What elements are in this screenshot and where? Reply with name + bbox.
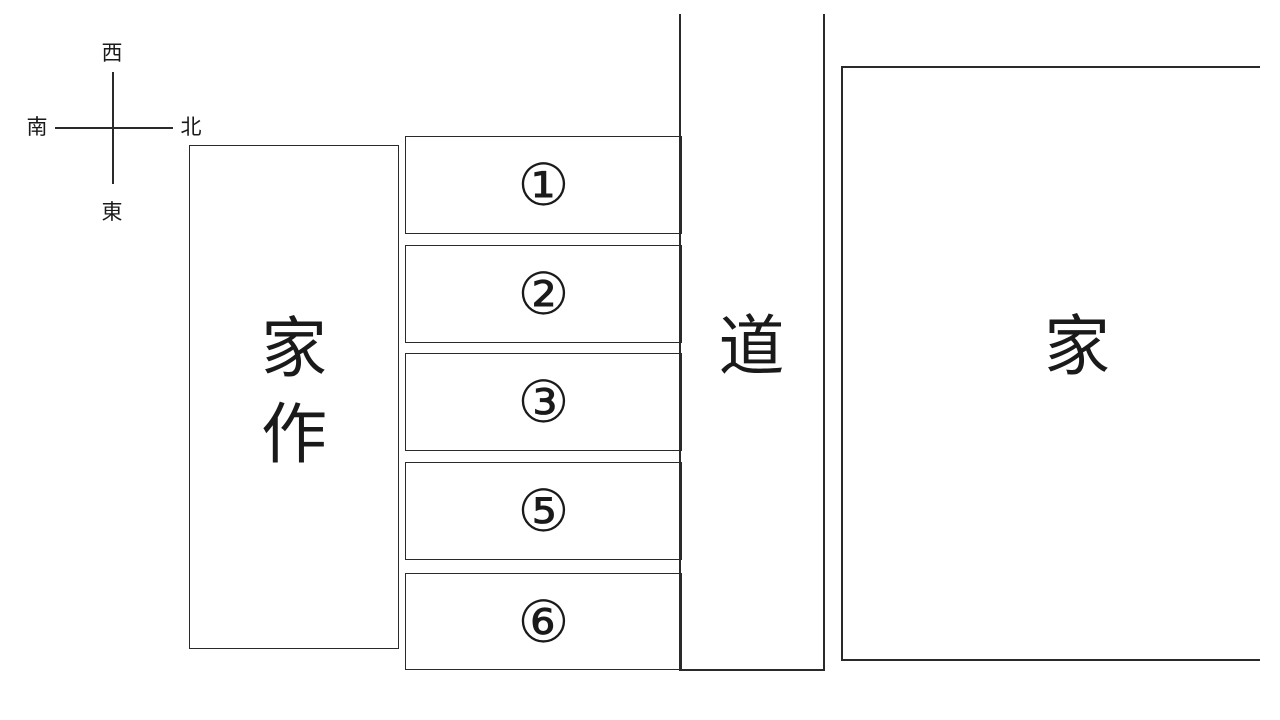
compass-east-label: 東 (101, 200, 123, 224)
house-left-edge (841, 66, 843, 661)
sakuya-house-char2: 作 (261, 396, 327, 473)
compass-north-label: 北 (180, 115, 202, 139)
parking-slot-6: ⑥ (405, 573, 682, 670)
compass-south-label: 南 (26, 115, 48, 139)
compass-west-label: 西 (101, 41, 123, 65)
parking-slot-2: ② (405, 245, 682, 343)
parking-slot-1-label: ① (517, 151, 570, 219)
parking-slot-1: ① (405, 136, 682, 234)
house-bottom-edge (841, 659, 1260, 661)
road-label: 道 (718, 308, 785, 385)
house-top-edge (841, 66, 1260, 68)
parking-slot-6-label: ⑥ (517, 587, 570, 656)
parking-slot-5: ⑤ (405, 462, 682, 560)
parking-slot-5-label: ⑤ (517, 477, 570, 545)
parking-slot-3: ③ (405, 353, 682, 451)
road-right-edge (823, 14, 825, 670)
sakuya-house: 家 作 (189, 145, 399, 649)
parking-slot-2-label: ② (517, 260, 570, 328)
parking-slot-3-label: ③ (517, 368, 570, 436)
road-left-edge (679, 14, 681, 670)
compass-horizontal-line (55, 127, 173, 129)
sakuya-house-char1: 家 (261, 310, 327, 387)
house-label: 家 (1044, 308, 1110, 385)
road-bottom-edge (679, 669, 825, 671)
